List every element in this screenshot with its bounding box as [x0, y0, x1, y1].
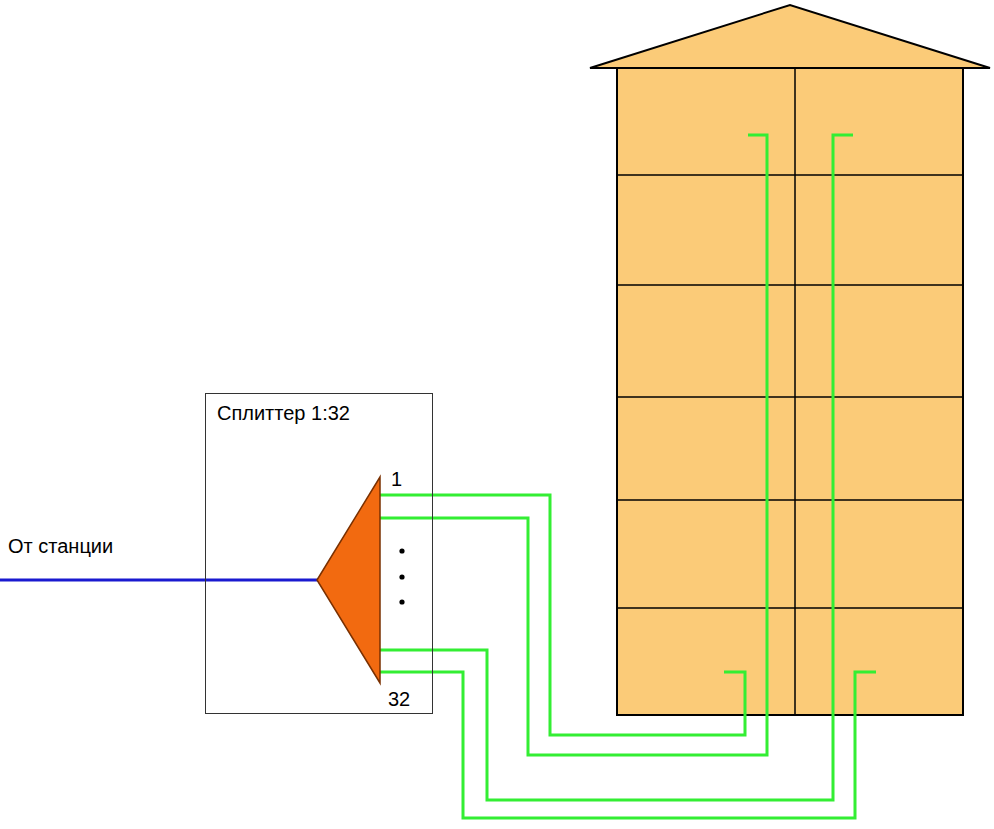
building-body	[617, 68, 963, 715]
ellipsis-dots	[399, 548, 404, 604]
splitter-symbol	[317, 477, 380, 683]
source-label: От станции	[8, 535, 113, 558]
building-roof	[590, 5, 990, 68]
drop-fibers	[380, 135, 876, 818]
splitter-ground	[205, 393, 433, 714]
feeder-fiber	[0, 579, 318, 582]
floor-lines	[617, 68, 963, 715]
port-number: 1	[391, 468, 402, 491]
port-number: 32	[388, 688, 410, 711]
splitter-box: Сплиттер 1:32	[205, 393, 433, 714]
node-heading: Сплиттер 1:32	[217, 402, 421, 425]
